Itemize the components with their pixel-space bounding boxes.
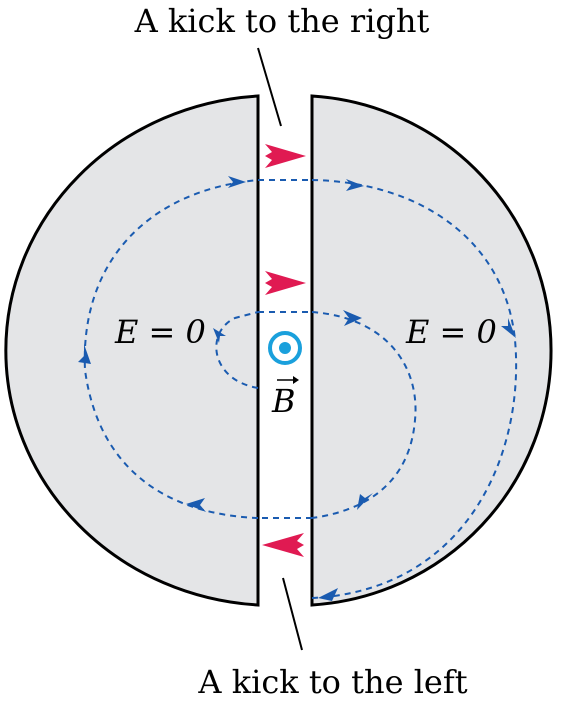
out-of-page-field-icon [268, 331, 302, 365]
top-label: A kick to the right [134, 2, 430, 40]
top-leader-line [257, 47, 282, 127]
path-arrowhead-icon [78, 344, 91, 364]
left-field-label: E = 0 [114, 313, 206, 351]
path-arrowhead-icon [357, 493, 373, 510]
path-arrowhead-icon [318, 588, 338, 601]
spiral-segment-inner-right [311, 311, 417, 519]
spiral-segment-inner-left [215, 311, 259, 389]
path-arrowhead-icon [228, 176, 246, 188]
arrow-kick-icon [265, 271, 306, 295]
bottom-leader-line [282, 577, 303, 651]
left-dee [4, 94, 260, 607]
path-arrowhead-icon [346, 179, 364, 191]
particle-spiral-path [83, 179, 518, 599]
field-symbol-label: B [271, 382, 296, 420]
path-arrowheads [78, 176, 516, 601]
kick-arrows [262, 144, 306, 557]
bottom-label: A kick to the left [197, 663, 467, 701]
arrow-kick-icon [262, 533, 304, 557]
right-field-label: E = 0 [405, 313, 497, 351]
path-arrowhead-icon [213, 328, 226, 343]
path-arrowhead-icon [501, 318, 516, 338]
vector-arrow-icon [277, 376, 299, 384]
right-dee [310, 94, 553, 607]
arrow-kick-icon [265, 144, 306, 168]
spiral-segment-outer-right [311, 179, 518, 599]
path-arrowhead-icon [343, 310, 362, 326]
path-arrowhead-icon [186, 498, 206, 512]
